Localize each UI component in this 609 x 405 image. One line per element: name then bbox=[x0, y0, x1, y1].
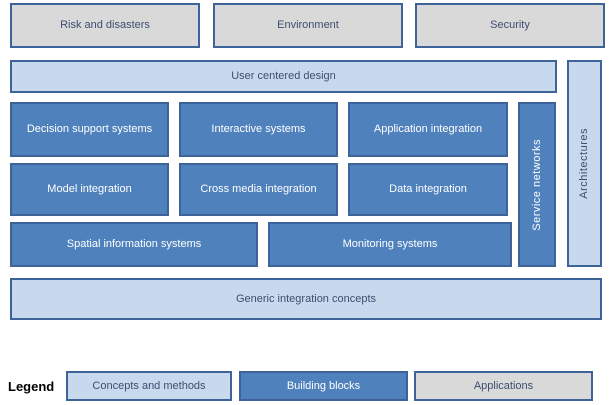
block-label: Interactive systems bbox=[211, 123, 306, 136]
block-label: Spatial information systems bbox=[66, 238, 202, 251]
layer-label: User centered design bbox=[231, 70, 336, 83]
block-label: Cross media integration bbox=[200, 183, 317, 196]
block-label: Model integration bbox=[47, 183, 132, 196]
legend-item-building-blocks: Building blocks bbox=[239, 371, 408, 401]
app-box-security: Security bbox=[415, 3, 605, 48]
block-interactive-systems: Interactive systems bbox=[179, 102, 338, 157]
legend-title: Legend bbox=[8, 378, 55, 394]
legend-item-label: Building blocks bbox=[286, 379, 361, 392]
layer-label-vertical: Architectures bbox=[578, 128, 591, 199]
block-monitoring-systems: Monitoring systems bbox=[268, 222, 512, 267]
block-data-integration: Data integration bbox=[348, 163, 508, 216]
block-label: Decision support systems bbox=[26, 123, 153, 136]
app-box-risk-and-disasters: Risk and disasters bbox=[10, 3, 200, 48]
app-box-label: Environment bbox=[277, 19, 339, 32]
block-cross-media-integration: Cross media integration bbox=[179, 163, 338, 216]
block-service-networks: Service networks bbox=[518, 102, 556, 267]
app-box-label: Security bbox=[490, 19, 530, 32]
layer-generic-integration-concepts: Generic integration concepts bbox=[10, 278, 602, 320]
layer-label: Generic integration concepts bbox=[235, 292, 377, 305]
block-label: Data integration bbox=[389, 183, 467, 196]
legend-item-label: Applications bbox=[473, 379, 534, 392]
layer-architectures: Architectures bbox=[567, 60, 602, 267]
block-model-integration: Model integration bbox=[10, 163, 169, 216]
block-spatial-information-systems: Spatial information systems bbox=[10, 222, 258, 267]
app-box-environment: Environment bbox=[213, 3, 403, 48]
legend-item-concepts-and-methods: Concepts and methods bbox=[66, 371, 232, 401]
block-label: Application integration bbox=[373, 123, 483, 136]
block-decision-support-systems: Decision support systems bbox=[10, 102, 169, 157]
legend-item-applications: Applications bbox=[414, 371, 593, 401]
block-label-vertical: Service networks bbox=[530, 138, 543, 231]
app-box-label: Risk and disasters bbox=[60, 19, 150, 32]
layer-user-centered-design: User centered design bbox=[10, 60, 557, 93]
block-label: Monitoring systems bbox=[342, 238, 438, 251]
legend-item-label: Concepts and methods bbox=[92, 379, 206, 392]
block-application-integration: Application integration bbox=[348, 102, 508, 157]
